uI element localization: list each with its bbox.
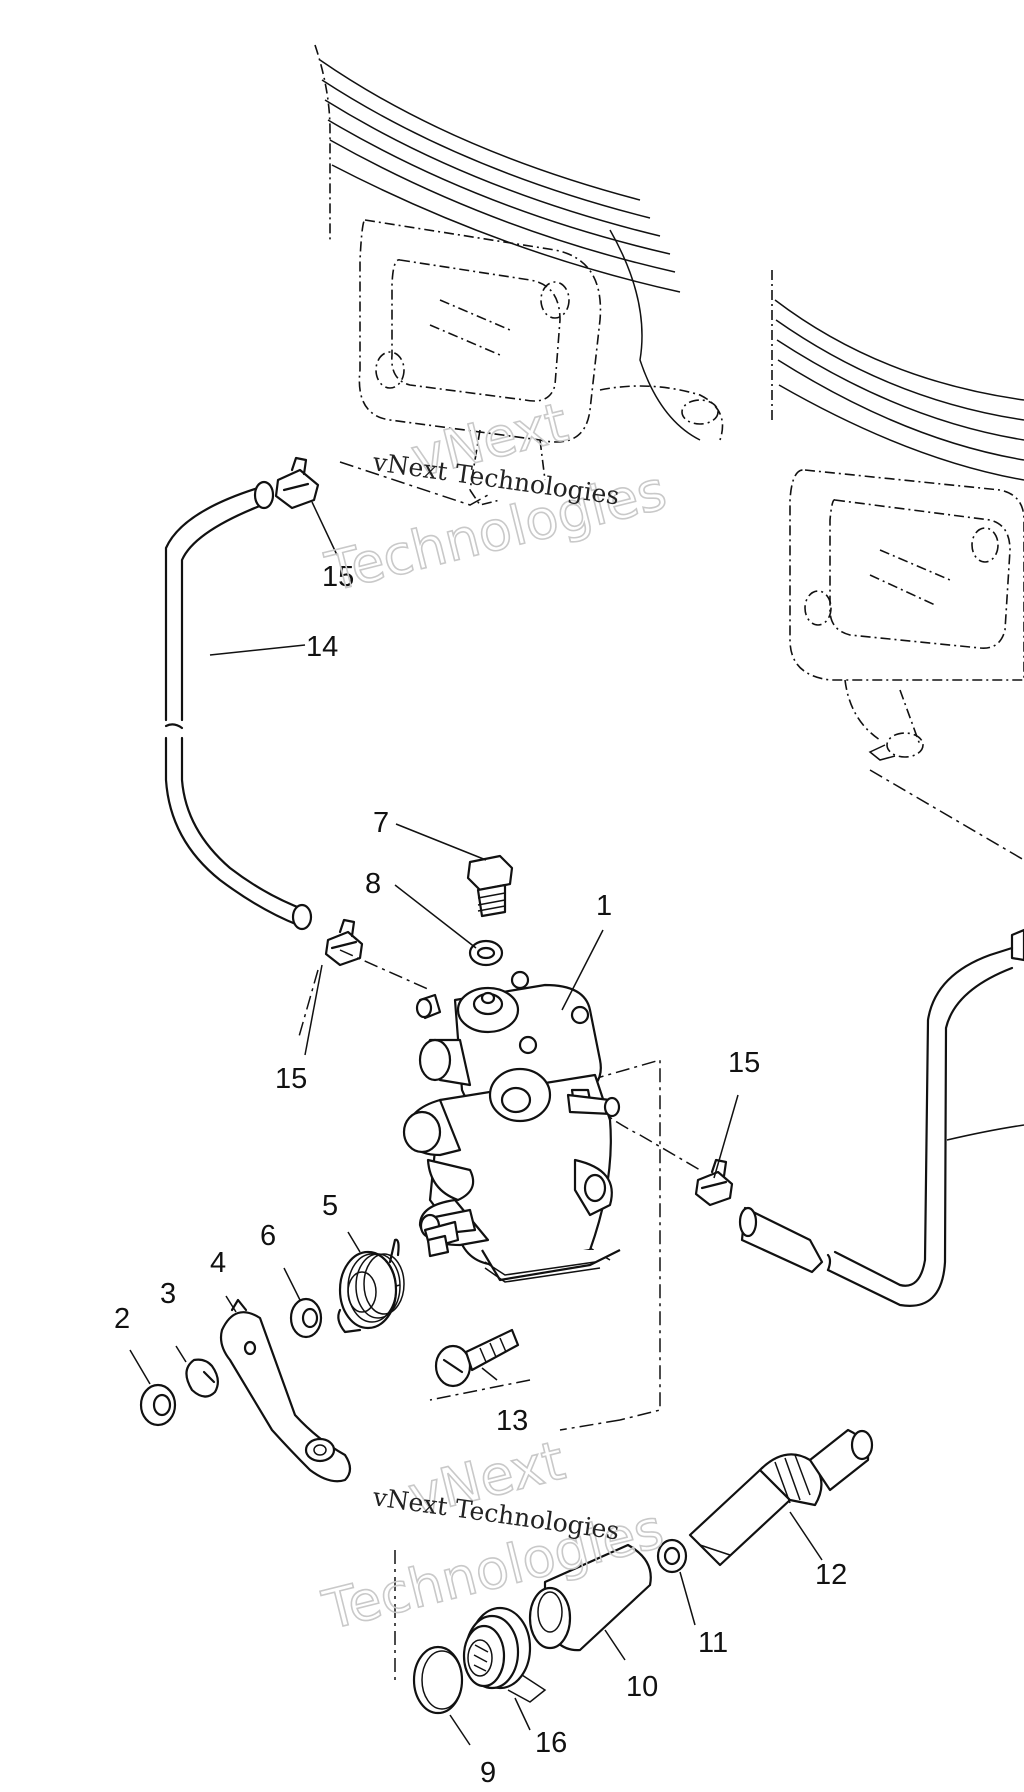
hex-nut [139, 1383, 177, 1427]
callout-8: 8 [365, 868, 381, 900]
callout-6: 6 [260, 1220, 276, 1252]
lock-washer [185, 1358, 219, 1398]
pump-sleeve [528, 1543, 652, 1652]
sealing-washer [468, 939, 504, 967]
callout-leaders [129, 501, 823, 1746]
callout-1: 1 [596, 890, 612, 922]
hose-clamp-right [694, 1158, 734, 1207]
hose-right [738, 946, 1024, 1307]
callout-14: 14 [306, 631, 338, 663]
hose-clamp-top [274, 456, 320, 510]
callout-4: 4 [210, 1247, 226, 1279]
banjo-bolt [466, 854, 514, 918]
callout-10: 10 [626, 1671, 658, 1703]
callout-15-right: 15 [728, 1047, 760, 1079]
callout-2: 2 [114, 1303, 130, 1335]
mounting-screw [434, 1328, 520, 1388]
callout-12: 12 [815, 1559, 847, 1591]
oil-seal [462, 1606, 547, 1703]
callout-11: 11 [698, 1627, 728, 1659]
callout-numbers: 1 2 3 4 5 6 7 8 9 10 11 12 13 14 15 15 1… [114, 561, 847, 1789]
callout-13: 13 [496, 1405, 528, 1437]
hose-left [164, 480, 313, 931]
callout-7: 7 [373, 807, 389, 839]
callout-9: 9 [480, 1757, 496, 1789]
callout-15-top: 15 [322, 561, 354, 593]
o-ring [412, 1645, 464, 1715]
torsion-spring [337, 1220, 460, 1334]
callout-3: 3 [160, 1278, 176, 1310]
callout-15-middle: 15 [275, 1063, 307, 1095]
callout-5: 5 [322, 1190, 338, 1222]
engine-cylinder-right [771, 270, 1024, 861]
flat-washer [289, 1297, 323, 1339]
hose-clamp-far-right [1010, 928, 1024, 962]
control-lever [219, 1298, 352, 1483]
callout-16: 16 [535, 1727, 567, 1759]
oil-pump-body [402, 970, 621, 1283]
small-washer [656, 1538, 688, 1574]
engine-cylinder-left [314, 44, 724, 506]
drive-shaft-gear [688, 1428, 874, 1567]
hose-clamp-middle [324, 918, 364, 967]
